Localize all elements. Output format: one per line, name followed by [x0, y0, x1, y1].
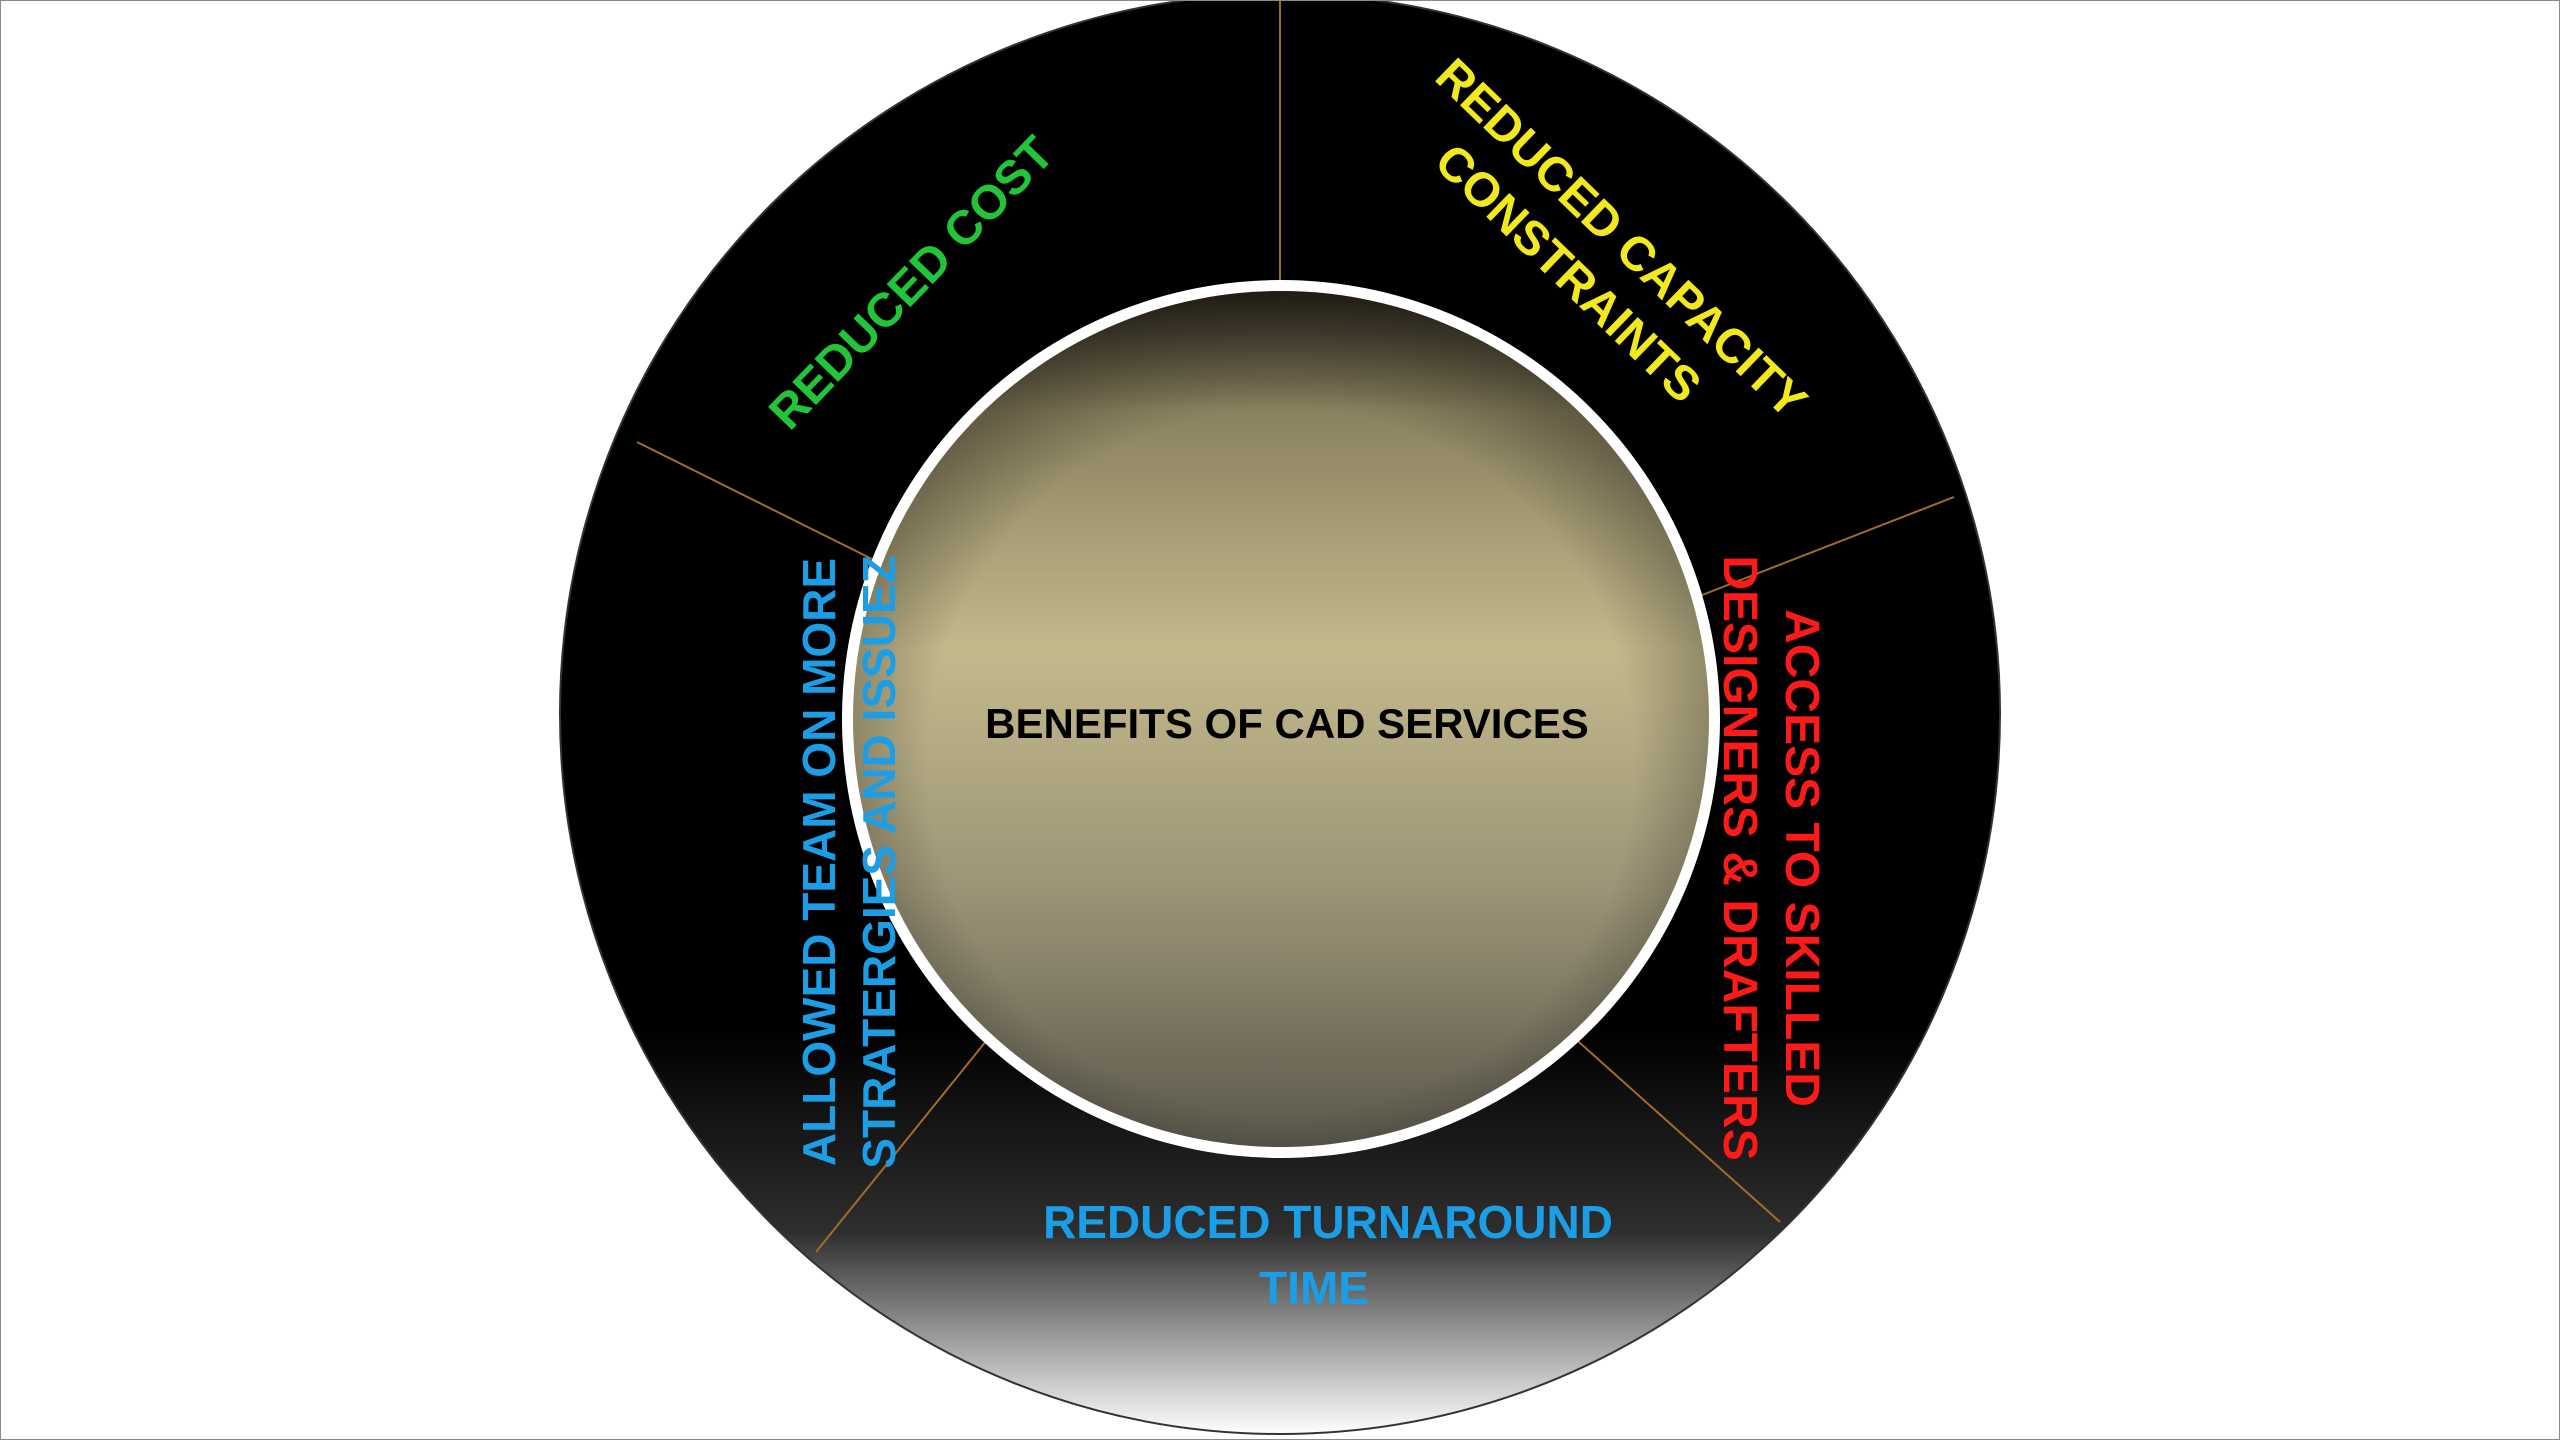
segment-reduced-turnaround: REDUCED TURNAROUND TIME: [1043, 1196, 1613, 1314]
segment-label-line: REDUCED TURNAROUND: [1043, 1196, 1613, 1248]
divider-line: [636, 441, 877, 562]
segment-allowed-team: ALLOWED TEAM ON MORE STRATERGIES AND ISS…: [793, 555, 905, 1168]
center-title: BENEFITS OF CAD SERVICES: [985, 700, 1589, 747]
segment-label-line: DESIGNERS & DRAFTERS: [1713, 555, 1766, 1160]
segment-access-skilled: ACCESS TO SKILLED DESIGNERS & DRAFTERS: [1713, 555, 1828, 1160]
divider-line: [1569, 1033, 1781, 1223]
center-circle-shade: [853, 291, 1709, 1147]
divider-line: [815, 1034, 992, 1253]
segment-label-line: TIME: [1259, 1262, 1369, 1314]
segment-dividers: [636, 0, 1955, 1253]
segment-label-line: ACCESS TO SKILLED: [1775, 609, 1828, 1107]
segment-label-line: STRATERGIES AND ISSUEZ: [853, 555, 905, 1168]
divider-line: [1696, 496, 1955, 598]
segment-label-line: ALLOWED TEAM ON MORE: [793, 558, 845, 1166]
